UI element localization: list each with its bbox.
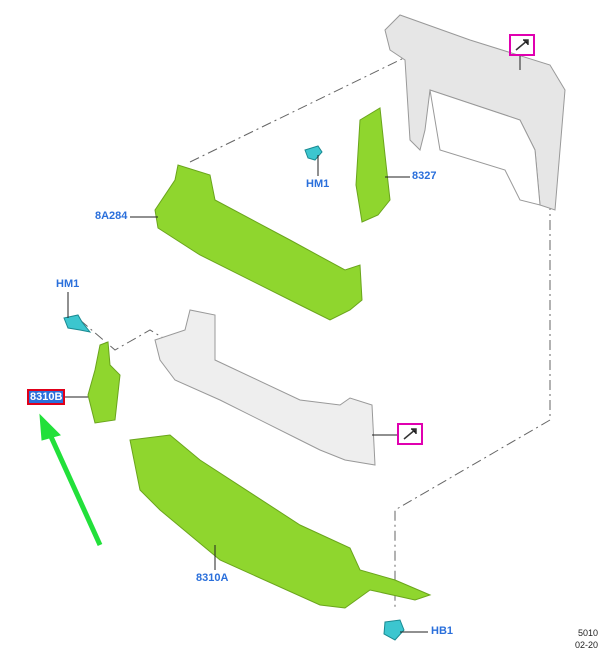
fastener-hm1-top: [304, 145, 323, 161]
leader-line: [189, 54, 411, 163]
bumper-beam: [154, 309, 376, 466]
green-arrow-icon: [39, 413, 103, 547]
label-hm1-top: HM1: [306, 178, 330, 190]
label-8327: 8327: [412, 170, 437, 182]
label-hm1-left: HM1: [56, 278, 80, 290]
label-8310A: 8310A: [196, 572, 229, 584]
label-hb1: HB1: [431, 625, 454, 637]
leader-line: [394, 200, 551, 610]
part-8310B: [87, 341, 121, 424]
fastener-hm1-left: [63, 314, 92, 333]
fastener-hb1: [383, 619, 405, 641]
reference-date: 02-20: [574, 640, 598, 650]
callout-icon: [397, 34, 535, 445]
part-8A284: [154, 164, 363, 321]
label-8A284: 8A284: [95, 210, 128, 222]
reference-code: 5010: [577, 628, 598, 638]
label-8310B: 8310B: [27, 389, 66, 405]
part-8310A: [129, 434, 432, 609]
part-8327: [355, 107, 391, 223]
